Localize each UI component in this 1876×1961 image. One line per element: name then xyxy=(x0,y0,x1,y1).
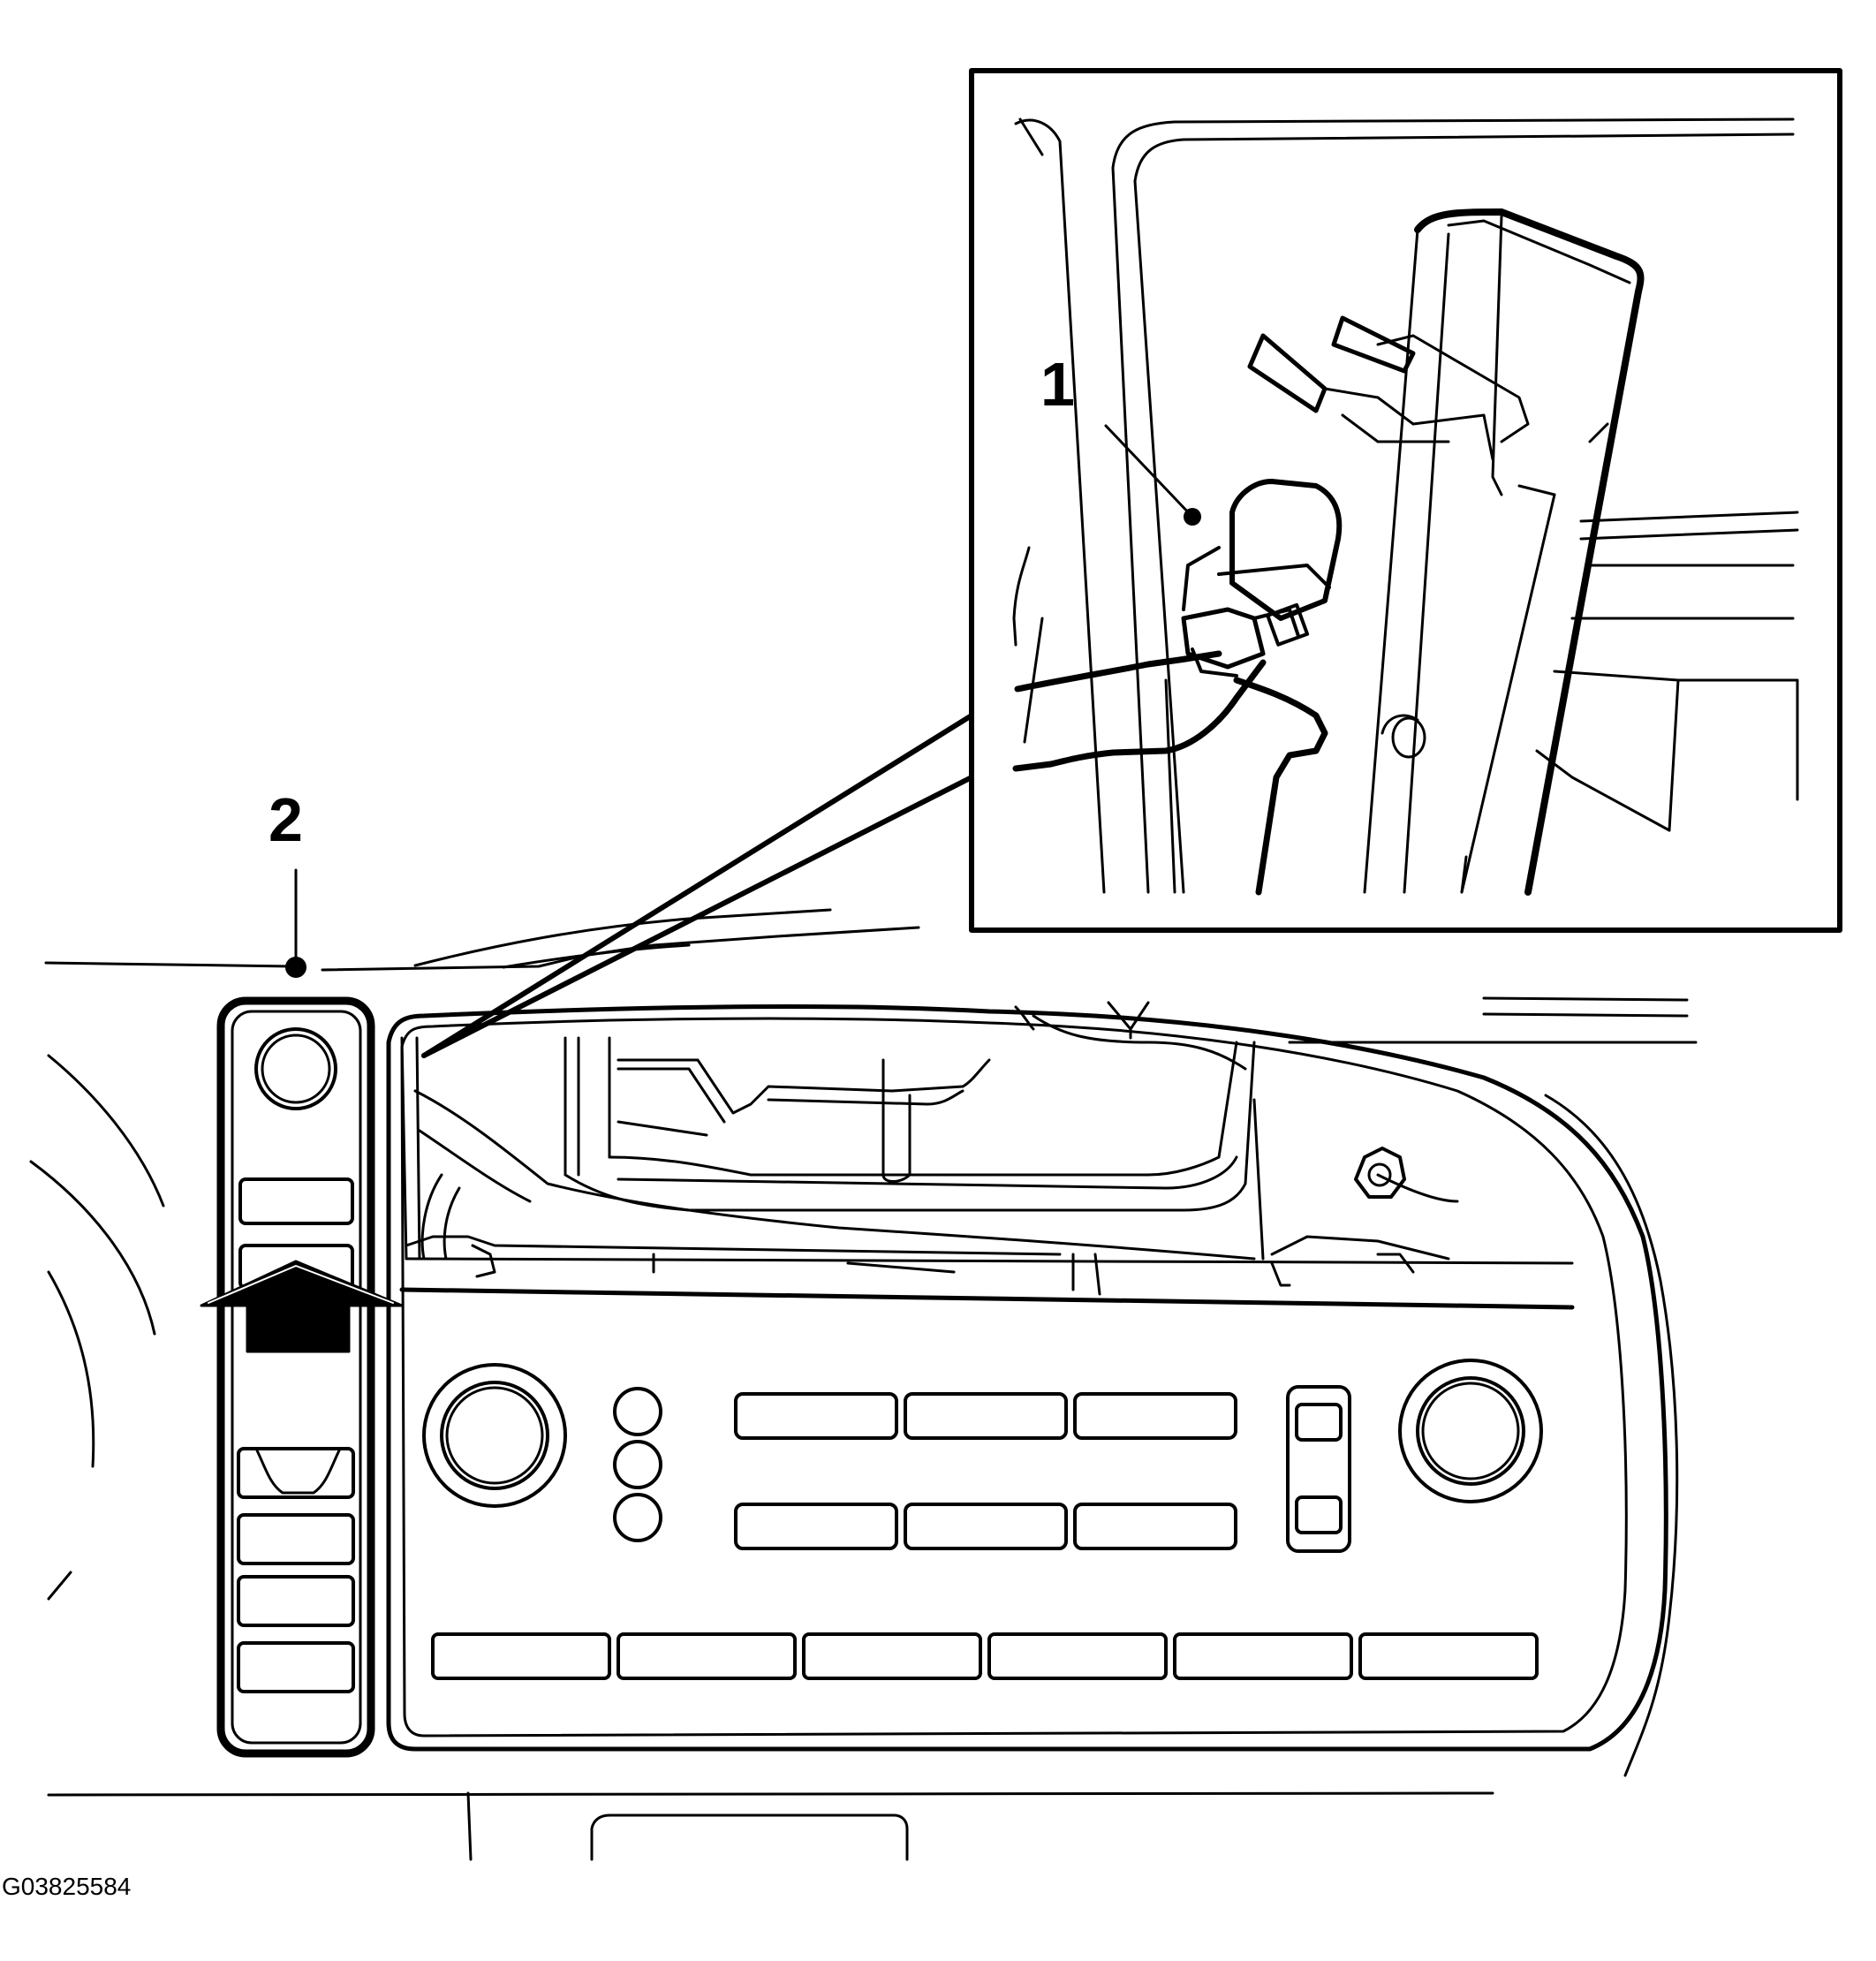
panel-button xyxy=(904,1503,1068,1550)
panel-button xyxy=(431,1632,611,1680)
wiring-harness xyxy=(1012,650,1328,896)
callout-1-leader xyxy=(1104,424,1194,519)
callout-label-2: 2 xyxy=(269,785,303,854)
lower-dashboard xyxy=(47,1791,1494,1861)
callout-1-marker xyxy=(1184,508,1201,526)
panel-button xyxy=(734,1392,898,1440)
harness-connector xyxy=(1181,479,1343,678)
panel-button xyxy=(1073,1392,1237,1440)
callout-label-1: 1 xyxy=(1040,350,1075,419)
indicator-led xyxy=(613,1387,662,1436)
figure-id-label: G03825584 xyxy=(2,1873,132,1900)
panel-button xyxy=(617,1632,797,1680)
left-knob xyxy=(422,1363,567,1508)
detail-inset xyxy=(969,68,1842,933)
inset-frame xyxy=(969,68,1842,933)
up-arrow-icon xyxy=(200,1260,404,1353)
zoom-projection-lines xyxy=(421,713,974,1058)
inset-background-lines xyxy=(1012,117,1799,894)
panel-button xyxy=(1358,1632,1539,1680)
indicator-led xyxy=(613,1440,662,1489)
panel-button xyxy=(1173,1632,1353,1680)
right-knob xyxy=(1398,1359,1543,1503)
panel-button xyxy=(987,1632,1168,1680)
center-stack xyxy=(386,1004,1679,1777)
opening-interior xyxy=(399,1014,1575,1310)
toggle-switch xyxy=(1286,1385,1351,1553)
panel-button xyxy=(904,1392,1068,1440)
panel-button xyxy=(734,1503,898,1550)
side-switch-panel xyxy=(216,996,375,1758)
connector-latch xyxy=(1247,315,1530,461)
control-module xyxy=(1363,208,1645,896)
callout-2-marker xyxy=(285,957,306,978)
indicator-led xyxy=(613,1493,662,1542)
climate-control-panel xyxy=(422,1359,1543,1680)
dashboard xyxy=(29,908,1698,1601)
panel-button xyxy=(1073,1503,1237,1550)
fastener-nut xyxy=(1354,1147,1406,1199)
panel-button xyxy=(802,1632,982,1680)
